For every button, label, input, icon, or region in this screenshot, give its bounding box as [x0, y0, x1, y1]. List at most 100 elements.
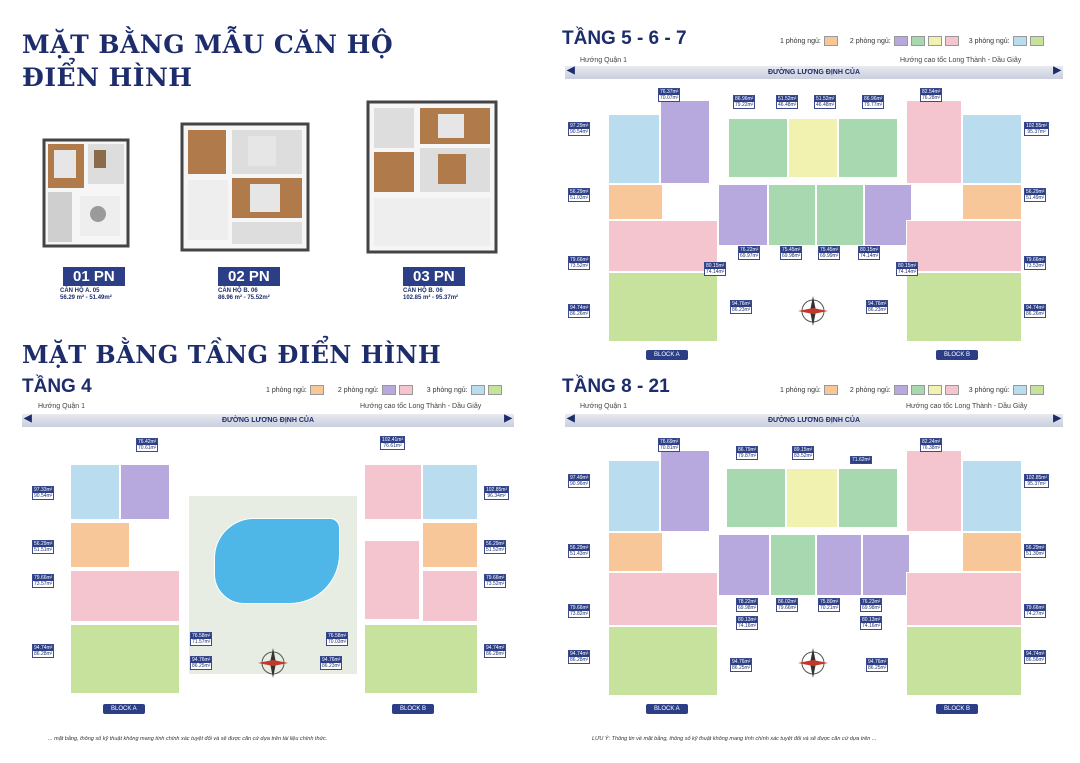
arrow-left-icon: ◀ [24, 413, 32, 424]
unit [962, 460, 1022, 532]
area-value: 86.96m² [863, 96, 884, 102]
swatch-1pn [823, 385, 838, 395]
unit [422, 570, 478, 622]
swatch-3pn-b [1029, 36, 1044, 46]
area-value-net: 73.57m² [34, 581, 53, 587]
area-value: 97.29m² [569, 123, 590, 129]
area-value: 76.58m² [191, 633, 212, 639]
area-value-net: 90.54m² [570, 129, 589, 135]
area-value-net: 73.52m² [570, 263, 589, 269]
legend-1pn: 1 phòng ngủ: [780, 386, 821, 394]
floor4-road-label: ĐƯỜNG LƯƠNG ĐỊNH CỦA [222, 417, 314, 424]
legend-3pn: 3 phòng ngủ: [968, 37, 1010, 45]
apartment-3-area: 102.85 m² - 95.37m² [403, 295, 459, 301]
swatch-2pn-c [927, 36, 942, 46]
unit [906, 626, 1022, 696]
area-value: 56.29m² [569, 189, 590, 195]
apartment-2-area: 86.96 m² - 75.52m² [218, 295, 270, 301]
area-value-net: 51.43m² [570, 551, 589, 557]
area-value: 94.74m² [1025, 651, 1046, 657]
apartment-1-info: CĂN HỘ A. 05 56.29 m² - 51.49m² [60, 288, 112, 302]
area-value-net: 69.98m² [738, 605, 757, 611]
floor821-dir-left: Hướng Quận 1 [580, 403, 628, 410]
apartment-plan-1pn [42, 138, 130, 248]
area-value-net: 51.03m² [570, 195, 589, 201]
apartment-1-area: 56.29 m² - 51.49m² [60, 295, 112, 301]
area-value: 76.58m² [327, 633, 348, 639]
area-value: 79.66m² [569, 257, 590, 263]
area-value: 76.69m² [659, 439, 680, 445]
area-value: 94.74m² [1025, 305, 1046, 311]
area-value-net: 86.28m² [570, 657, 589, 663]
swatch-2pn-d [944, 36, 959, 46]
unit [768, 184, 816, 246]
unit [906, 220, 1022, 272]
floor4-legend: 1 phòng ngủ: 2 phòng ngủ: 3 phòng ngủ: [266, 385, 502, 395]
legend-3pn: 3 phòng ngủ: [426, 386, 468, 394]
legend-1pn: 1 phòng ngủ: [266, 386, 307, 394]
unit [70, 624, 180, 694]
area-value: 82.54m² [921, 89, 942, 95]
area-value: 86.79m² [737, 447, 758, 453]
floor4-title: TẦNG 4 [22, 376, 92, 397]
area-value-net: 79.66m² [778, 605, 797, 611]
unit [906, 572, 1022, 626]
unit [906, 272, 1022, 342]
area-value-net: 86.56m² [1026, 657, 1045, 663]
area-value-net: 70.81m² [660, 445, 679, 451]
area-value-net: 86.25m² [868, 665, 887, 671]
unit [816, 184, 864, 246]
unit [718, 184, 768, 246]
area-value: 94.76m² [731, 659, 752, 665]
area-value: 79.66m² [33, 575, 54, 581]
badge-01pn: 01 PN [63, 267, 125, 286]
legend-2pn: 2 phòng ngủ: [849, 386, 891, 394]
area-value: 102.85m² [485, 487, 509, 493]
unit [608, 626, 718, 696]
arrow-right-icon: ▶ [1053, 413, 1061, 424]
swatch-2pn-c [927, 385, 942, 395]
swatch-1pn [823, 36, 838, 46]
area-value: 56.29m² [485, 541, 506, 547]
area-value-net: 51.30m² [1026, 551, 1045, 557]
area-value-net: 51.51m² [34, 547, 53, 553]
area-value: 94.74m² [569, 305, 590, 311]
unit [788, 118, 838, 178]
unit [608, 220, 718, 272]
swatch-2pn-b [910, 36, 925, 46]
area-value-net: 69.97m² [740, 253, 759, 259]
area-value-net: 74.16m² [738, 623, 757, 629]
floor567-block-b: BLOCK B [936, 350, 979, 360]
area-value: 79.66m² [1025, 257, 1046, 263]
area-value-net: 79.87m² [738, 453, 757, 459]
apartment-2-info: CĂN HỘ B. 06 86.96 m² - 75.52m² [218, 288, 270, 302]
area-value: 94.76m² [191, 657, 212, 663]
area-value: 94.74m² [485, 645, 506, 651]
floor4-dir-left: Hướng Quận 1 [38, 403, 86, 410]
swatch-3pn-b [1029, 385, 1044, 395]
area-value: 89.15m² [793, 447, 814, 453]
floor4-plan [68, 460, 518, 700]
area-value-net: 73.53m² [1026, 263, 1045, 269]
area-value-net: 51.52m² [486, 547, 505, 553]
area-value-net: 70.21m² [820, 605, 839, 611]
